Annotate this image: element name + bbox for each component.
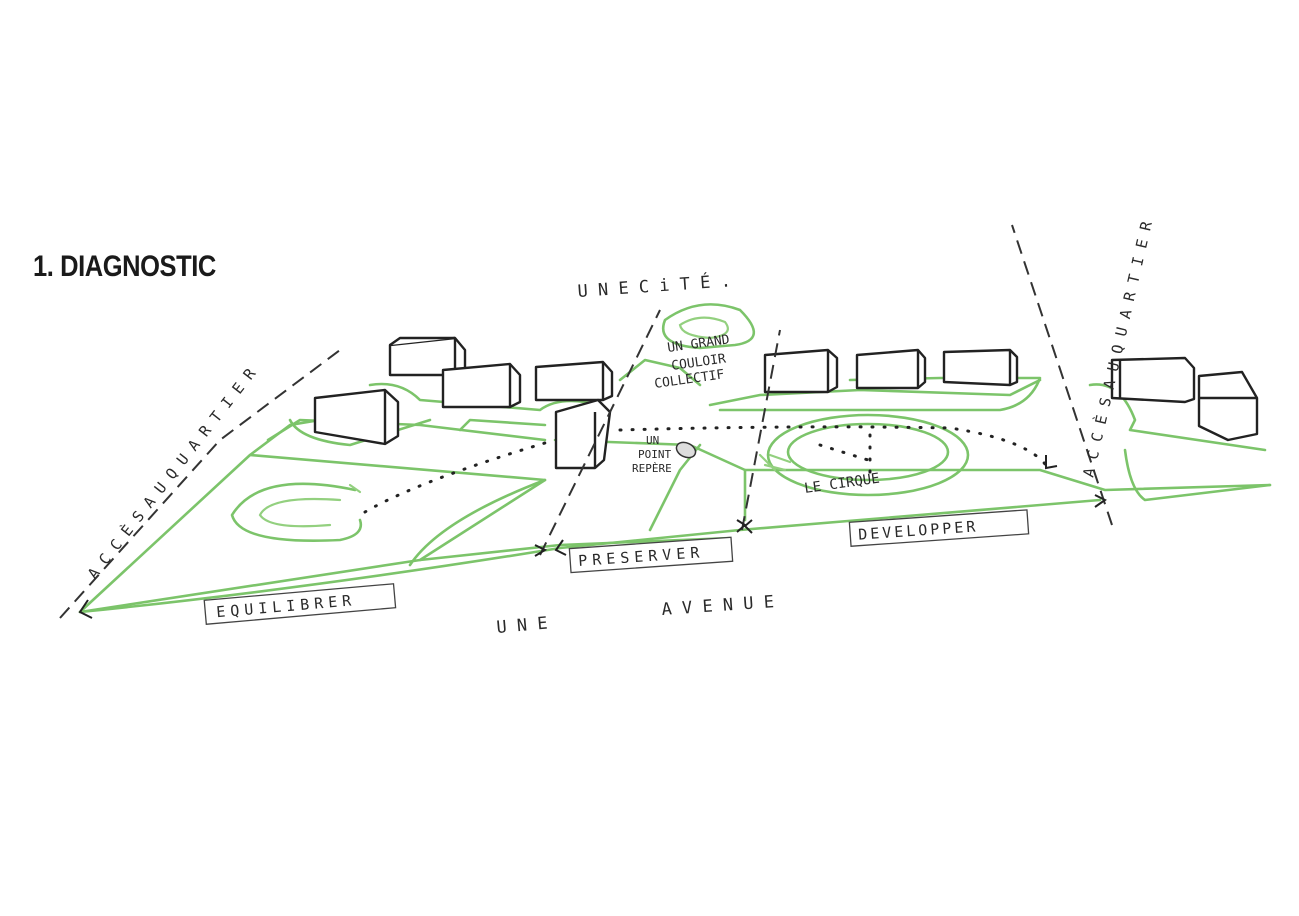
- building: [441, 362, 522, 409]
- building: [313, 388, 400, 446]
- label-acces-right: A C C È S A U Q U A R T I E R: [1078, 219, 1156, 479]
- label-une: U N E: [496, 614, 549, 638]
- building: [855, 348, 927, 390]
- building-blocks: [313, 336, 1259, 470]
- landmark-marker-icon: [675, 441, 697, 459]
- label-repere-1: UN: [646, 434, 659, 447]
- arrow-marks: [78, 455, 1107, 619]
- building: [1110, 356, 1196, 404]
- dashed-boundaries: [59, 224, 1113, 619]
- zone-developper: DEVELOPPER: [848, 509, 1030, 547]
- building: [763, 348, 839, 394]
- label-repere-2: POINT: [638, 448, 671, 461]
- building: [554, 398, 612, 470]
- dotted-paths: [363, 425, 1050, 514]
- page-title: 1. DIAGNOSTIC: [33, 250, 216, 283]
- zone-preserver: PRESERVER: [568, 536, 734, 574]
- label-avenue: A V E N U E: [661, 592, 775, 620]
- label-acces-left: A C C È S A U Q U A R T I E R: [83, 364, 260, 583]
- building: [942, 348, 1019, 387]
- building: [534, 360, 614, 402]
- green-park-outlines: [78, 303, 1272, 614]
- building: [1197, 370, 1259, 442]
- label-repere-3: REPÈRE: [632, 462, 672, 475]
- label-une-cite: U N E C i T É .: [577, 269, 732, 302]
